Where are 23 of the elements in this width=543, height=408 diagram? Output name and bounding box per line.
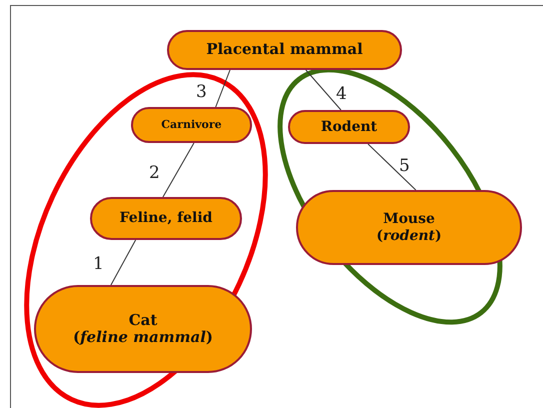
edge-label: 5 — [399, 158, 410, 175]
edge-label: 4 — [336, 86, 347, 103]
connector-line — [162, 142, 194, 198]
node-text: (rodent) — [376, 228, 442, 244]
rounded-node — [167, 30, 402, 70]
rounded-node — [90, 197, 242, 240]
node-text: Cat — [128, 312, 158, 329]
edge-label: 1 — [93, 256, 104, 273]
node-text: Carnivore — [161, 118, 222, 132]
node-text: (feline mammal) — [72, 329, 214, 346]
rounded-node — [296, 190, 522, 265]
rounded-node — [131, 107, 252, 143]
connector-line — [305, 70, 342, 110]
node-text: Placental mammal — [206, 41, 363, 59]
node-text: Mouse — [383, 211, 435, 228]
connector-line — [368, 144, 416, 190]
edge-label: 2 — [149, 165, 160, 182]
connector-line — [110, 240, 136, 286]
node-text: Feline, felid — [120, 210, 212, 227]
rounded-node — [288, 110, 410, 144]
edge-label: 3 — [196, 84, 207, 101]
node-text: Rodent — [320, 118, 378, 136]
rounded-node — [34, 285, 252, 373]
